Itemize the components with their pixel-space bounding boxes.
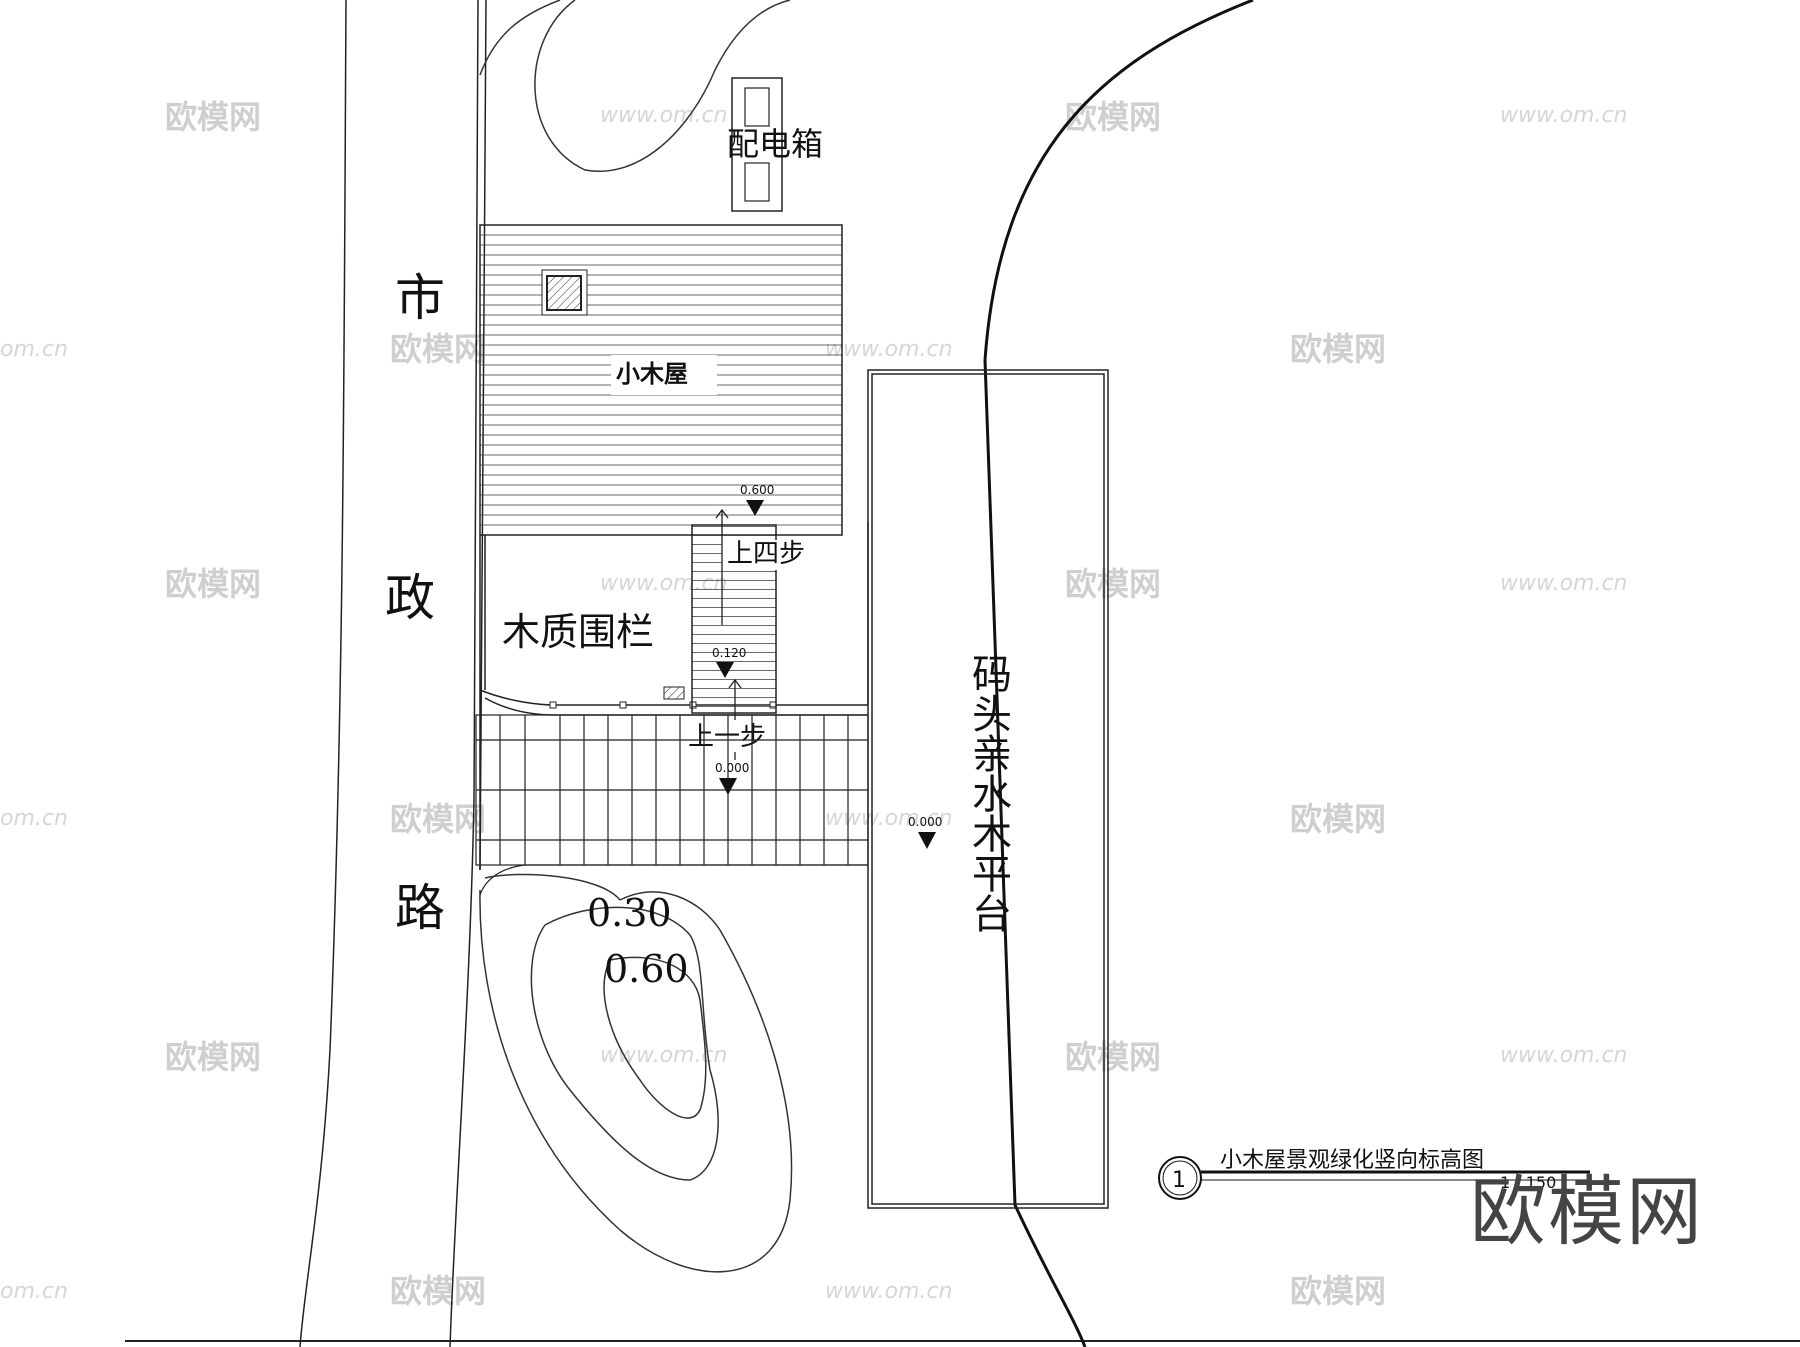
watermark-url: om.cn <box>0 806 68 831</box>
dock-platform <box>867 369 1109 1209</box>
cabin-label: 小木屋 <box>616 360 688 388</box>
watermark-url: www.om.cn <box>825 1279 953 1304</box>
elevation-text: 0.000 <box>908 815 942 829</box>
cabin-roof <box>479 224 843 536</box>
distribution-box <box>731 77 783 212</box>
watermark-url: om.cn <box>0 337 68 362</box>
watermark-brand: 欧模网 <box>390 800 486 838</box>
fence-label: 木质围栏 <box>502 610 654 654</box>
road-char: 路 <box>395 879 445 937</box>
watermark-brand: 欧模网 <box>1065 565 1161 603</box>
watermark-brand: 欧模网 <box>1290 330 1386 368</box>
elevation-marker-cabin: 0.600 <box>740 483 774 516</box>
contour-outer <box>479 873 793 1273</box>
road-char: 政 <box>385 569 435 627</box>
watermark-url: om.cn <box>0 1279 68 1304</box>
title-scale: 1 : 150 <box>1500 1173 1556 1192</box>
title-text: 小木屋景观绿化竖向标高图 <box>1220 1148 1484 1173</box>
lake-edge <box>983 0 1254 1347</box>
watermark-url: www.om.cn <box>1500 1043 1628 1068</box>
watermark-brand: 欧模网 <box>1290 800 1386 838</box>
distribution-box-label: 配电箱 <box>727 125 823 163</box>
corner-watermark: 欧模网 <box>1470 1167 1704 1256</box>
watermark-brand: 欧模网 <box>165 565 261 603</box>
paving <box>475 714 869 896</box>
watermark-url: www.om.cn <box>1500 571 1628 596</box>
up-one-step-label: 上一步 <box>688 722 766 752</box>
watermark-brand: 欧模网 <box>1065 1038 1161 1076</box>
elevation-text: 0.000 <box>715 761 749 775</box>
watermark-brand: 欧模网 <box>1065 98 1161 136</box>
elevation-text: 0.600 <box>740 483 774 497</box>
upper-contour-edge <box>479 0 561 76</box>
contour-innermost <box>603 956 707 1119</box>
step-arrow-upper <box>715 508 729 625</box>
watermark-url: www.om.cn <box>1500 103 1628 128</box>
watermark-url: www.om.cn <box>825 337 953 362</box>
title-number: 1 <box>1172 1168 1186 1193</box>
watermark-url: www.om.cn <box>600 103 728 128</box>
watermark-brand: 欧模网 <box>165 98 261 136</box>
watermark-brand: 欧模网 <box>165 1038 261 1076</box>
elevation-marker-stair: 0.120 <box>712 646 746 678</box>
title-block: 1 小木屋景观绿化竖向标高图 1 : 150 <box>1158 1148 1590 1200</box>
watermark-layer: 欧模网 www.om.cn 欧模网 www.om.cn om.cn 欧模网 ww… <box>0 98 1628 1310</box>
upper-contour <box>534 0 791 172</box>
road-edges <box>299 0 487 1347</box>
elevation-marker-dock: 0.000 <box>908 815 942 849</box>
elevation-marker-paving: 0.000 <box>715 761 749 795</box>
up-four-steps-label: 上四步 <box>727 539 805 569</box>
contour-elevation-outer: 0.30 <box>587 891 672 935</box>
watermark-brand: 欧模网 <box>390 330 486 368</box>
watermark-brand: 欧模网 <box>1290 1272 1386 1310</box>
fence-hatch-block <box>663 686 685 700</box>
elevation-text: 0.120 <box>712 646 746 660</box>
contour-elevation-inner: 0.60 <box>604 947 689 991</box>
road-char: 市 <box>395 269 445 327</box>
watermark-url: www.om.cn <box>825 806 953 831</box>
contour-inner <box>530 906 719 1181</box>
watermark-brand: 欧模网 <box>390 1272 486 1310</box>
dock-label: 码头亲水木平台 <box>965 653 1011 933</box>
